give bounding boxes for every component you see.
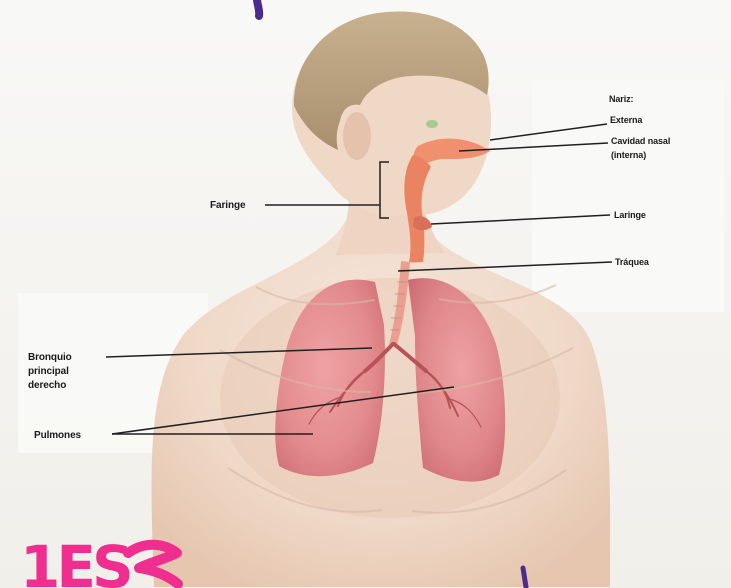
- purple-marker-stroke: [257, 0, 259, 16]
- nasal-cavity-label-line2: (interna): [611, 150, 646, 160]
- nose-heading-label: Nariz:: [609, 94, 634, 104]
- bronchus-label-line3: derecho: [28, 380, 66, 391]
- trachea-label: Tráquea: [615, 257, 650, 267]
- bronchus-label-line1: Bronquio: [28, 352, 72, 363]
- handwritten-fragment: 1ES: [20, 533, 130, 588]
- purple-bottom-mark: [523, 568, 526, 587]
- pharynx-label: Faringe: [210, 200, 246, 211]
- bronchus-label-line2: principal: [28, 366, 69, 377]
- nasal-cavity-label-line1: Cavidad nasal: [611, 136, 670, 146]
- ear: [343, 112, 371, 160]
- lungs-label: Pulmones: [34, 430, 82, 441]
- external-nose-label: Externa: [610, 115, 643, 125]
- chest-shadow: [220, 278, 560, 518]
- larynx: [413, 216, 432, 230]
- larynx-label: Laringe: [614, 210, 646, 220]
- eye: [426, 120, 438, 128]
